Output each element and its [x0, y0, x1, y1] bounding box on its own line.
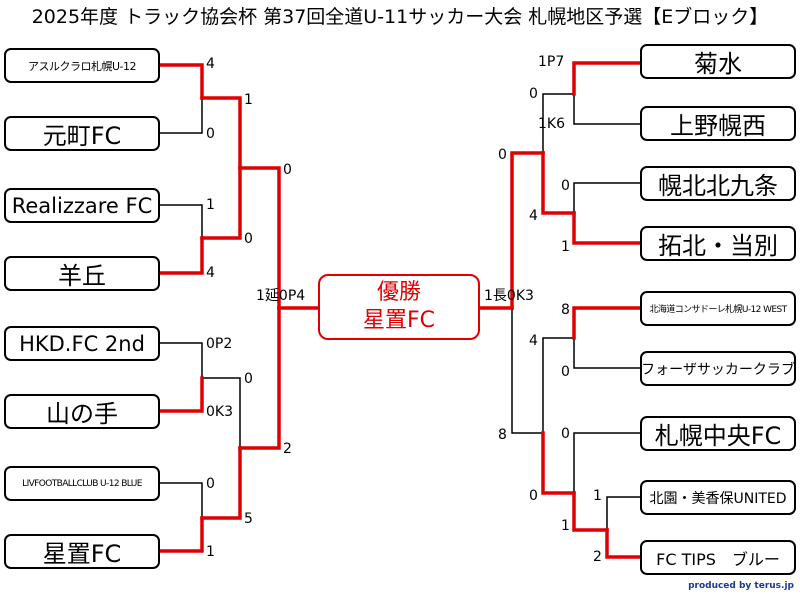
- score: 1: [206, 197, 215, 213]
- score: 4: [529, 208, 538, 224]
- team-box: HKD.FC 2nd: [4, 326, 160, 361]
- score: 0: [561, 364, 570, 380]
- score: 0: [529, 86, 538, 102]
- team-box: 拓北・当別: [640, 226, 796, 261]
- credit-text: produced by terus.jp: [688, 581, 794, 591]
- score: 2: [283, 441, 292, 457]
- score: 0: [283, 162, 292, 178]
- score: 0: [244, 231, 253, 247]
- score: 1: [561, 239, 570, 255]
- score: 8: [498, 427, 507, 443]
- score: 0P2: [206, 336, 233, 352]
- score: 2: [593, 549, 602, 565]
- score: 0: [561, 178, 570, 194]
- team-box: LIVFOOTBALLCLUB U-12 BLUE: [4, 466, 160, 501]
- team-box: 元町FC: [4, 116, 160, 151]
- score: 1: [561, 518, 570, 534]
- champion-label: 優勝: [376, 280, 421, 305]
- team-box: FC TIPS ブルー: [640, 540, 796, 575]
- champion-team: 星置FC: [362, 308, 436, 333]
- team-box: 菊水: [640, 44, 796, 79]
- score: 0K3: [206, 404, 233, 420]
- team-box: 北海道コンサドーレ札幌U-12 WEST: [640, 291, 796, 326]
- score: 4: [206, 265, 215, 281]
- final-score-right: 1長0K3: [484, 288, 534, 304]
- team-box: Realizzare FC: [4, 188, 160, 223]
- score: 1: [244, 92, 253, 108]
- page-title: 2025年度 トラック協会杯 第37回全道U-11サッカー大会 札幌地区予選【E…: [31, 6, 769, 28]
- score: 0: [206, 476, 215, 492]
- score: 8: [561, 302, 570, 318]
- team-box: 札幌中央FC: [640, 416, 796, 451]
- score: 1: [593, 488, 602, 504]
- team-box: 幌北北九条: [640, 166, 796, 201]
- team-box: 北園・美香保UNITED: [640, 480, 796, 515]
- team-box: 上野幌西: [640, 106, 796, 141]
- team-box: 星置FC: [4, 534, 160, 569]
- team-box: 羊丘: [4, 256, 160, 291]
- team-box: アスルクラロ札幌U-12: [4, 48, 160, 83]
- score: 0: [561, 426, 570, 442]
- score: 1: [206, 544, 215, 560]
- score: 0: [498, 147, 507, 163]
- champion-box: 優勝 星置FC: [318, 274, 480, 340]
- team-box: 山の手: [4, 394, 160, 429]
- score: 4: [206, 56, 215, 72]
- score: 1P7: [538, 54, 565, 70]
- final-score-left: 1延0P4: [256, 288, 306, 304]
- score: 4: [529, 333, 538, 349]
- score: 0: [529, 488, 538, 504]
- score: 0: [244, 371, 253, 387]
- score: 0: [206, 126, 215, 142]
- score: 5: [244, 511, 253, 527]
- score: 1K6: [538, 116, 565, 132]
- team-box: フォーザサッカークラブ: [640, 351, 796, 386]
